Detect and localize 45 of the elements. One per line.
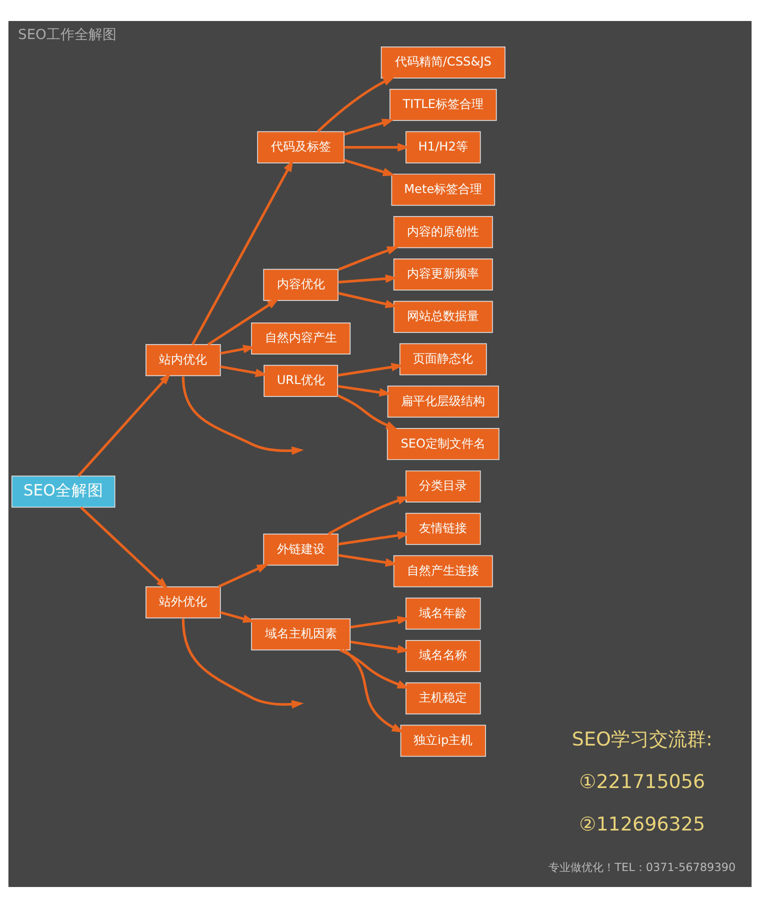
node-box: 域名主机因素 [251, 618, 351, 650]
node-box: 域名年龄 [406, 597, 481, 630]
arrow [182, 618, 304, 708]
arrow [182, 376, 304, 454]
arrow [340, 648, 410, 688]
node-box: 自然内容产生 [251, 322, 351, 354]
arrow [328, 496, 410, 535]
node-box: 站内优化 [146, 344, 221, 376]
node-box: 友情链接 [406, 512, 481, 544]
arrow [344, 158, 396, 176]
node-box: 内容更新频率 [393, 258, 493, 290]
node-box: Mete标签合理 [391, 173, 496, 206]
arrow [344, 118, 394, 136]
arrow [80, 506, 168, 589]
label: ②112696325 [579, 812, 706, 835]
node-box: 分类目录 [406, 470, 481, 502]
label: 专业做优化！TEL：0371-56789390 [548, 860, 736, 874]
node-box: 自然产生连接 [393, 554, 493, 587]
node-box: H1/H2等 [406, 130, 481, 163]
arrow [337, 394, 398, 430]
node-box: 域名名称 [406, 640, 481, 672]
node-box: SEO定制文件名 [386, 428, 500, 460]
arrow [338, 246, 400, 270]
node-box: 独立ip主机 [400, 724, 486, 756]
node-box: 外链建设 [263, 533, 338, 566]
node-box: 网站总数据量 [393, 300, 493, 332]
label: ①221715056 [579, 770, 706, 793]
node-box: 代码及标签 [257, 130, 345, 163]
node-box: URL优化 [264, 364, 338, 396]
node-box: SEO全解图 [11, 475, 116, 508]
node-box: TITLE标签合理 [390, 88, 497, 120]
node-box: 代码精简/CSS&JS [380, 46, 506, 78]
node-box: 内容的原创性 [393, 216, 493, 248]
label: SEO学习交流群: [572, 728, 712, 750]
arrow [77, 372, 171, 476]
node-box: 站外优化 [146, 586, 221, 618]
arrow [207, 298, 280, 346]
arrow [218, 563, 270, 588]
node-box: 页面静态化 [399, 342, 487, 375]
arrow [316, 76, 396, 132]
diagram-title: SEO工作全解图 [18, 26, 116, 42]
node-box: 扁平化层级结构 [387, 385, 499, 418]
arrow [343, 648, 404, 732]
node-box: 内容优化 [263, 268, 338, 300]
node-box: 主机稳定 [406, 682, 481, 714]
